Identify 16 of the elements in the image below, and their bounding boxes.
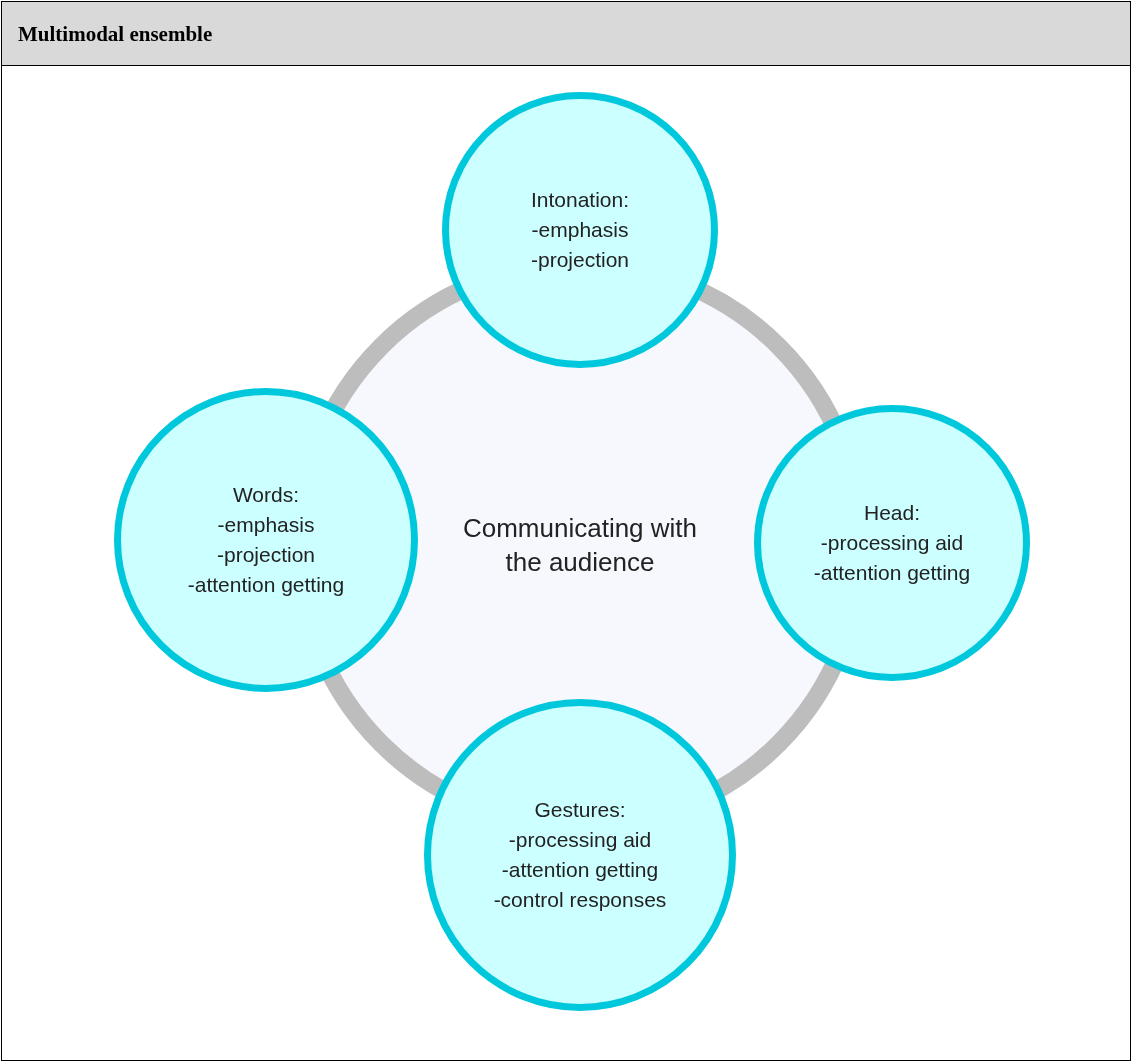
node-text: -projection [530, 247, 630, 273]
node-text: -attention getting [187, 572, 345, 598]
node-heading: Intonation: [530, 187, 630, 213]
node-text: -attention getting [813, 560, 971, 586]
node-heading: Gestures: [534, 797, 626, 823]
node-text: -control responses [493, 887, 667, 913]
node-text: -processing aid [508, 827, 652, 853]
node-text: -emphasis [531, 217, 629, 243]
node-text: -projection [216, 542, 316, 568]
center-text: Communicating with the audience [461, 512, 699, 579]
node-text: -processing aid [820, 530, 964, 556]
title: Multimodal ensemble [18, 22, 213, 47]
node-text: -emphasis [217, 512, 315, 538]
node-heading: Head: [863, 500, 920, 526]
node-text: -attention getting [501, 857, 659, 883]
node-heading: Words: [232, 482, 300, 508]
